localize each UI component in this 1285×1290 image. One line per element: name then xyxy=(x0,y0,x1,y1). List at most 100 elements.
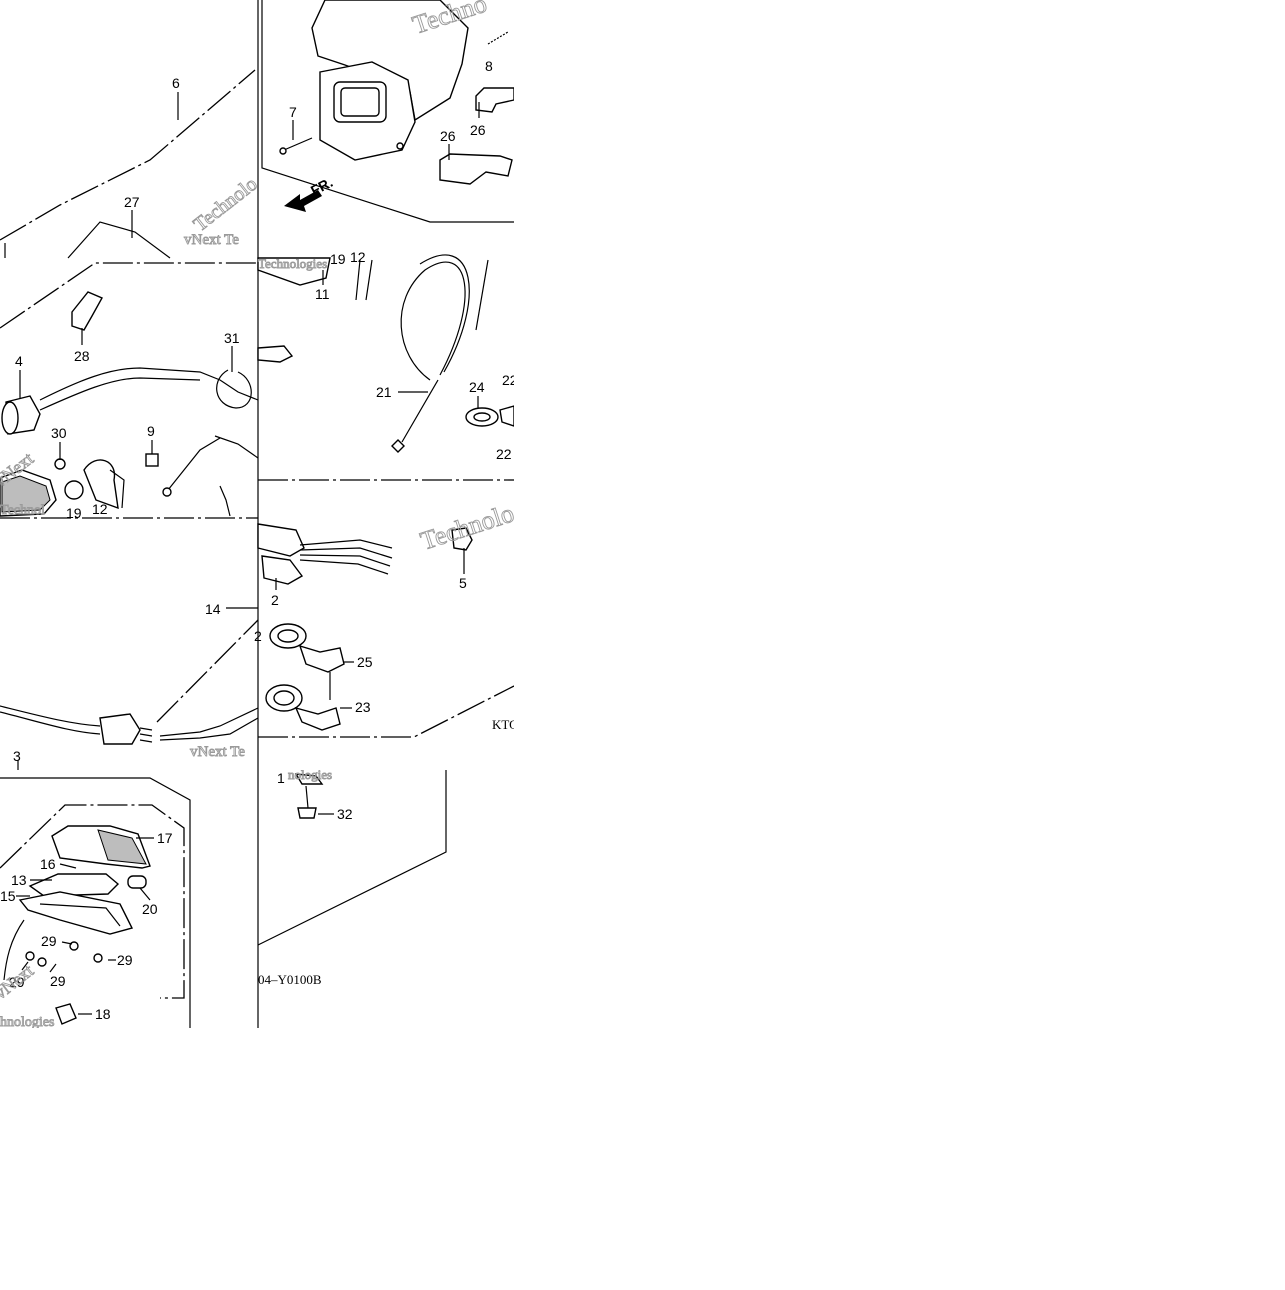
watermark-technol-left: Technol xyxy=(0,503,45,518)
part-22-bracket xyxy=(499,405,515,427)
part-29-screw-a xyxy=(69,941,79,951)
callout-32: 32 xyxy=(337,806,353,822)
callout-12-bottom: 12 xyxy=(92,501,108,517)
connector-right xyxy=(219,485,231,517)
blank-area-bottom xyxy=(0,1028,514,1285)
callout-13: 13 xyxy=(11,872,27,888)
watermark-vnext-2: vNext Te xyxy=(190,744,245,760)
part-18-connector xyxy=(55,1003,77,1025)
part-7-screw xyxy=(279,137,313,155)
watermark-technolog-right: Technolog xyxy=(417,494,530,555)
part-12-socket xyxy=(83,459,119,510)
callout-31: 31 xyxy=(224,330,240,346)
callout-5: 5 xyxy=(459,575,467,591)
model-code-kt: KTO xyxy=(492,717,518,732)
part-24-ring-inner xyxy=(473,412,491,422)
frame-headlight-panel xyxy=(261,0,514,223)
callout-15: 15 xyxy=(0,888,16,904)
callout-6: 6 xyxy=(172,75,180,91)
callout-20: 20 xyxy=(142,901,158,917)
part-8-spring xyxy=(487,31,509,45)
connector-plug-mid xyxy=(257,345,294,363)
callout-26-upper: 26 xyxy=(470,122,486,138)
boundary-taillight-inner xyxy=(0,804,185,999)
callout-7: 7 xyxy=(289,104,297,120)
callout-2: 2 xyxy=(271,592,279,608)
part-31-band xyxy=(216,369,252,409)
part-19-bulb xyxy=(64,480,84,500)
callout-16: 16 xyxy=(40,856,56,872)
callout-17: 17 xyxy=(157,830,173,846)
watermark-hnologies-bottom: hnologies xyxy=(0,1015,54,1030)
frame-taillight xyxy=(0,777,191,1028)
callout-11: 11 xyxy=(315,286,330,302)
part-25-clamp xyxy=(269,623,345,673)
callout-9: 9 xyxy=(147,423,155,439)
part-29-screw-c xyxy=(37,957,47,967)
part-17-lens-pattern xyxy=(97,829,147,865)
leader-lines xyxy=(16,92,480,1015)
boundary-lower-mid xyxy=(258,685,515,738)
part-2-relay xyxy=(257,523,393,585)
part-28-clamp xyxy=(71,291,103,331)
part-23-clamp xyxy=(265,672,341,731)
taillight-assembly xyxy=(3,825,151,1025)
callout-23: 23 xyxy=(355,699,371,715)
callout-29-c: 29 xyxy=(50,973,66,989)
callout-18: 18 xyxy=(95,1006,111,1022)
callout-21: 21 xyxy=(376,384,392,400)
part-12-clip xyxy=(355,259,373,301)
part-29-screw-b xyxy=(93,953,103,963)
part-21-cable xyxy=(391,254,470,453)
callout-1: 1 xyxy=(277,770,285,786)
callout-25: 25 xyxy=(357,654,373,670)
part-15-housing xyxy=(18,891,134,935)
callout-labels: 6 27 7 8 26 26 11 19 12 28 4 31 30 9 19 … xyxy=(0,58,518,1022)
watermark-nologies-mid: nologies xyxy=(288,767,332,782)
callout-27: 27 xyxy=(124,194,140,210)
drawing-number: 04–Y0100B xyxy=(258,972,322,987)
callout-12-top: 12 xyxy=(350,249,366,265)
part-32-bolt xyxy=(297,785,317,819)
callout-22-upper: 22 xyxy=(502,372,518,388)
callout-30: 30 xyxy=(51,425,67,441)
callout-19-bottom: 19 xyxy=(66,505,82,521)
headlight-cowl xyxy=(311,0,469,161)
callout-28: 28 xyxy=(74,348,90,364)
part-20-bulb xyxy=(127,875,147,889)
part-15-housing-inner xyxy=(39,903,121,927)
part-27-wire xyxy=(67,221,171,259)
cowl-lens-inner xyxy=(340,87,380,117)
front-direction-arrow xyxy=(284,190,322,212)
callout-2-clamp: 2 xyxy=(254,628,262,644)
callout-29-d: 29 xyxy=(9,974,25,990)
callout-19-top: 19 xyxy=(330,251,346,267)
callout-29-b: 29 xyxy=(117,952,133,968)
cowl-bolt-hole xyxy=(396,142,404,150)
blank-area-right xyxy=(514,0,1285,1285)
part-5-grommet xyxy=(451,527,473,551)
frame-bottom-right xyxy=(257,770,447,946)
watermark-technologies-mid: Technologies xyxy=(258,256,327,271)
callout-8: 8 xyxy=(485,58,493,74)
part-30-screw xyxy=(54,458,66,470)
part-21-right-edge xyxy=(475,259,489,331)
part-26-bracket-upper xyxy=(475,87,515,113)
boundary-6 xyxy=(0,69,256,241)
part-1-clip xyxy=(294,773,324,785)
part-11-socket xyxy=(257,257,331,286)
watermark-technolo-1: Technolo xyxy=(190,173,262,236)
callout-4: 4 xyxy=(15,353,23,369)
part-12-wire xyxy=(109,469,125,509)
callout-3: 3 xyxy=(13,748,21,764)
taillight-wire xyxy=(3,919,25,981)
callout-22-lower: 22 xyxy=(496,446,512,462)
boundary-mid xyxy=(0,262,258,329)
part-14-harness xyxy=(0,705,259,745)
part-9-nut xyxy=(145,453,159,467)
callout-26-lower: 26 xyxy=(440,128,456,144)
part-26-bracket-lower xyxy=(439,153,513,185)
part-13-base xyxy=(28,873,120,897)
